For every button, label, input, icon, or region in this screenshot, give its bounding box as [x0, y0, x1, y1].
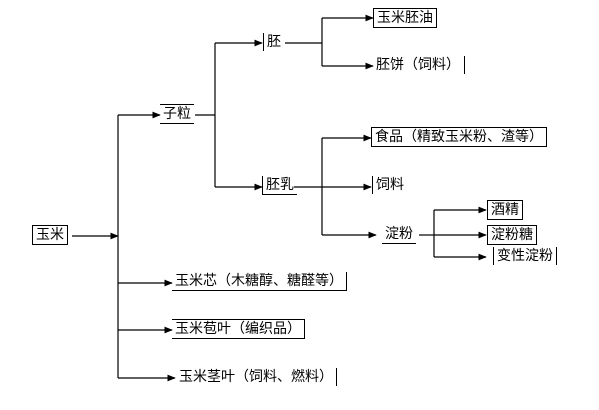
node-germ-cake: 胚饼（饲料）: [373, 56, 465, 74]
node-stalk: 玉米茎叶（饲料、燃料）: [176, 368, 337, 386]
node-kernel: 子粒: [160, 104, 194, 124]
node-food: 食品（精致玉米粉、渣等）: [371, 127, 547, 147]
node-germ-oil: 玉米胚油: [373, 8, 437, 28]
node-starch: 淀粉: [382, 225, 416, 244]
node-endosperm: 胚乳: [262, 176, 297, 195]
node-corn: 玉米: [32, 225, 68, 245]
node-alcohol: 酒精: [487, 200, 523, 220]
node-cob: 玉米芯（木糖醇、糖醛等）: [172, 272, 347, 291]
node-feed: 饲料: [372, 176, 407, 194]
node-germ: 胚: [263, 33, 284, 51]
node-starch-sugar: 淀粉糖: [487, 225, 537, 245]
node-husk: 玉米苞叶（编织品）: [172, 319, 305, 339]
node-modified-starch: 变性淀粉: [493, 247, 557, 265]
